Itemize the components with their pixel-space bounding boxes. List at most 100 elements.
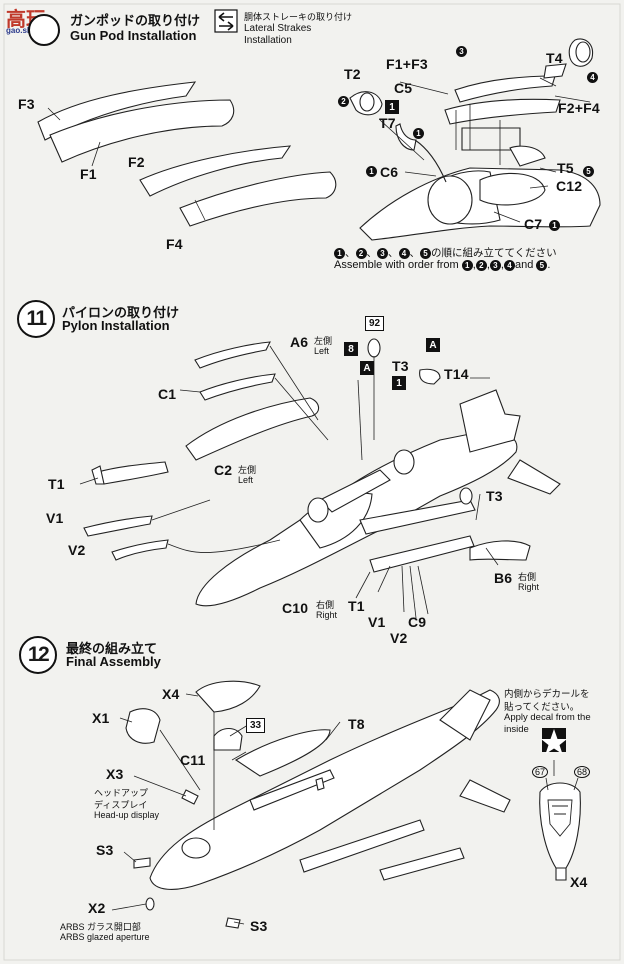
leader-lines-12 (111, 693, 579, 925)
hud-label-jp-1: ヘッドアップ (94, 788, 149, 798)
step-mark-1a: 1 (413, 128, 424, 139)
step-11-number: 11 (17, 300, 55, 338)
part-f2: F2 (128, 154, 145, 170)
part-x2: X2 (88, 900, 106, 916)
order-en-mark-4: 4 (503, 259, 515, 271)
step-mark-5: 5 (583, 166, 594, 177)
canopy-crest-icon (547, 799, 573, 837)
part-t4: T4 (546, 50, 563, 66)
order-mark-1: 1 (334, 247, 345, 259)
leader-lines-11 (79, 345, 499, 619)
lateral-title-en-2: Installation (244, 35, 292, 46)
arbs-label-en: ARBS glazed aperture (60, 932, 150, 942)
lateral-title-jp: 胴体ストレーキの取り付け (244, 12, 353, 22)
part-a6: A6 (290, 334, 309, 350)
part-c11: C11 (180, 752, 206, 768)
arbs-label-jp: ARBS ガラス開口部 (60, 922, 141, 932)
decal-note-en-1: Apply decal from the (504, 712, 591, 723)
sep-3: 、 (388, 247, 399, 259)
part-c10-side-en: Right (316, 610, 338, 620)
order-en-and: and (514, 259, 534, 271)
part-t5: T5 (557, 160, 574, 176)
part-f3: F3 (18, 96, 35, 112)
hud-label-jp-2: ディスプレイ (94, 800, 148, 810)
part-c5: C5 (394, 80, 413, 96)
final-assembly-drawing (125, 680, 581, 929)
part-c9: C9 (408, 614, 427, 630)
step-10-title-en: Gun Pod Installation (70, 28, 197, 43)
part-x3: X3 (106, 766, 124, 782)
part-x4-decal: X4 (570, 874, 588, 890)
sep-1: 、 (345, 247, 356, 259)
step-mark-4: 4 (587, 72, 598, 83)
step-10-number (28, 14, 60, 46)
lateral-title-en-1: Lateral Strakes (244, 23, 312, 34)
part-b6: B6 (494, 570, 513, 586)
decal-number-68: 68 (574, 766, 591, 778)
order-en-mark-2: 2 (475, 259, 487, 271)
part-v1-right: V1 (368, 614, 386, 630)
part-c2-side-en: Left (238, 475, 254, 485)
part-a6-side-en: Left (314, 346, 330, 356)
part-c6: C6 (380, 164, 399, 180)
order-mark-4: 4 (398, 247, 410, 259)
tag-8: 8 (344, 342, 358, 356)
part-v2: V2 (68, 542, 86, 558)
tag-a-2: A (426, 338, 440, 352)
pylon-drawing (83, 338, 561, 607)
part-t3-right: T3 (486, 488, 503, 504)
decal-note-en-2: inside (504, 724, 529, 735)
part-t3: T3 (392, 358, 409, 374)
part-t14: T14 (444, 366, 469, 382)
part-c2-side-jp: 左側 (238, 465, 257, 475)
tag-1: 1 (392, 376, 406, 390)
part-t7: T7 (379, 115, 396, 131)
part-b6-side-en: Right (518, 582, 540, 592)
part-x4: X4 (162, 686, 180, 702)
part-t1-right: T1 (348, 598, 365, 614)
part-c7: C7 (524, 216, 543, 232)
order-en-mark-3: 3 (489, 259, 501, 271)
tag-c5: 1 (385, 100, 399, 114)
part-c1: C1 (158, 386, 177, 402)
part-a6-side-jp: 左側 (314, 336, 333, 346)
step-10-title-jp: ガンポッドの取り付け (70, 13, 201, 28)
part-b6-side-jp: 右側 (518, 572, 537, 582)
part-t1: T1 (48, 476, 65, 492)
step-mark-2: 2 (338, 96, 349, 107)
part-c10-side-jp: 右側 (316, 600, 335, 610)
part-x1: X1 (92, 710, 110, 726)
part-v1: V1 (46, 510, 64, 526)
step-mark-1b: 1 (366, 166, 377, 177)
part-f2f4: F2+F4 (558, 100, 600, 116)
part-f1f3: F1+F3 (386, 56, 428, 72)
gun-pod-drawing (37, 81, 337, 227)
step-11-title-jp: パイロンの取り付け (62, 305, 180, 320)
page-border (3, 3, 621, 961)
order-mark-3: 3 (377, 247, 388, 259)
star-decal-icon (541, 728, 567, 776)
part-v2-right: V2 (390, 630, 408, 646)
step-11-title-en: Pylon Installation (62, 318, 170, 333)
arrows-icon (218, 12, 234, 31)
decal-note-jp-1: 内側からデカールを (504, 689, 590, 700)
order-mark-5: 5 (420, 247, 431, 259)
order-en-mark-5: 5 (536, 259, 548, 271)
tag-33: 33 (246, 718, 265, 733)
part-t2: T2 (344, 66, 361, 82)
part-c2: C2 (214, 462, 233, 478)
tag-92: 92 (365, 316, 384, 331)
lateral-strake-icon (214, 9, 238, 33)
part-c10: C10 (282, 600, 309, 616)
fuselage-lateral-drawing (349, 38, 601, 241)
hud-label-en: Head-up display (94, 810, 160, 820)
step-12-number: 12 (19, 636, 57, 674)
part-c12: C12 (556, 178, 583, 194)
sep-2: 、 (366, 247, 378, 259)
part-f1: F1 (80, 166, 97, 182)
decal-number-67: 67 (532, 766, 549, 778)
order-text-jp: の順に組み立ててください (431, 247, 557, 259)
step-mark-1c: 1 (549, 220, 560, 231)
